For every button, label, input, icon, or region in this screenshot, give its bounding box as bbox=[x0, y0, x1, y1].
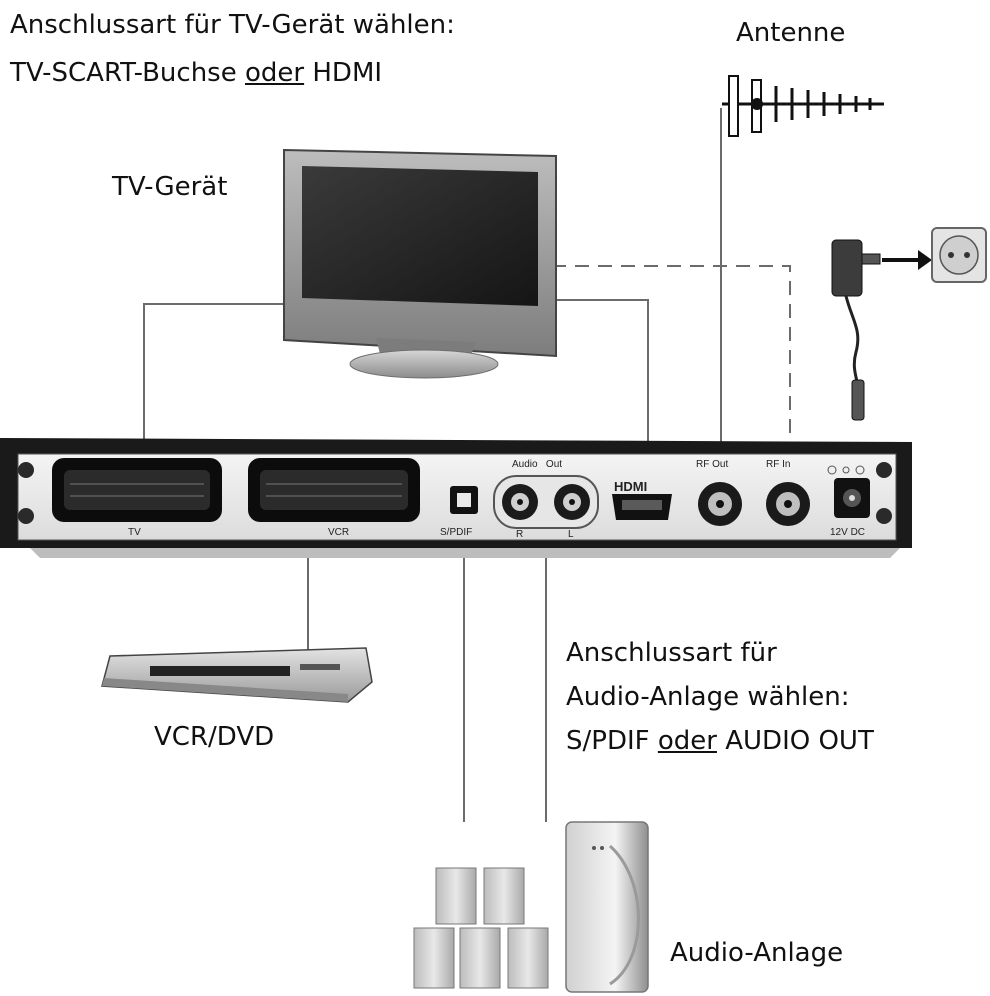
panel-label-l: L bbox=[568, 529, 574, 540]
vcr-dvd-player bbox=[101, 647, 373, 703]
subwoofer bbox=[565, 821, 649, 993]
audio-instruction-spdif: S/PDIF bbox=[566, 726, 658, 756]
satellite-speakers bbox=[413, 867, 549, 989]
power-adapter bbox=[831, 239, 932, 421]
tv-instruction-or: oder bbox=[245, 58, 305, 88]
tv-instruction-hdmi: HDMI bbox=[304, 58, 383, 88]
panel-label-rf-out: RF Out bbox=[696, 459, 729, 470]
cable-tv-scart bbox=[143, 303, 300, 470]
tv-device-label: TV-Gerät bbox=[112, 172, 228, 202]
panel-label-audio-out: Audio Out bbox=[512, 459, 563, 470]
cable-rf-loop-dashed bbox=[552, 265, 791, 470]
panel-label-dc: 12V DC bbox=[830, 527, 866, 538]
wall-socket bbox=[931, 227, 987, 283]
panel-label-vcr: VCR bbox=[328, 527, 350, 538]
antenna-label: Antenne bbox=[736, 18, 846, 48]
audio-instruction-or: oder bbox=[657, 726, 717, 756]
tv-instruction-scart: TV-SCART-Buchse bbox=[10, 58, 245, 88]
receiver-back-panel bbox=[0, 438, 912, 558]
audio-instruction-line1: Anschlussart für bbox=[566, 638, 777, 668]
panel-label-hdmi: HDMI bbox=[614, 479, 648, 494]
tv-instruction-line2: TV-SCART-Buchse oder HDMI bbox=[10, 60, 382, 86]
panel-label-r: R bbox=[516, 529, 524, 540]
panel-label-spdif: S/PDIF bbox=[440, 527, 473, 538]
panel-label-tv: TV bbox=[128, 527, 141, 538]
audio-instruction-line2: Audio-Anlage wählen: bbox=[566, 682, 850, 712]
panel-label-rf-in: RF In bbox=[766, 459, 791, 470]
tv-instruction-line1: Anschlussart für TV-Gerät wählen: bbox=[10, 10, 455, 40]
audio-instruction-audio-out: AUDIO OUT bbox=[716, 726, 874, 756]
audio-instruction-line3: S/PDIF oder AUDIO OUT bbox=[566, 728, 874, 754]
vcr-dvd-label: VCR/DVD bbox=[154, 722, 275, 752]
tv-set bbox=[283, 148, 557, 379]
antenna bbox=[722, 75, 884, 137]
audio-system-label: Audio-Anlage bbox=[670, 938, 844, 968]
